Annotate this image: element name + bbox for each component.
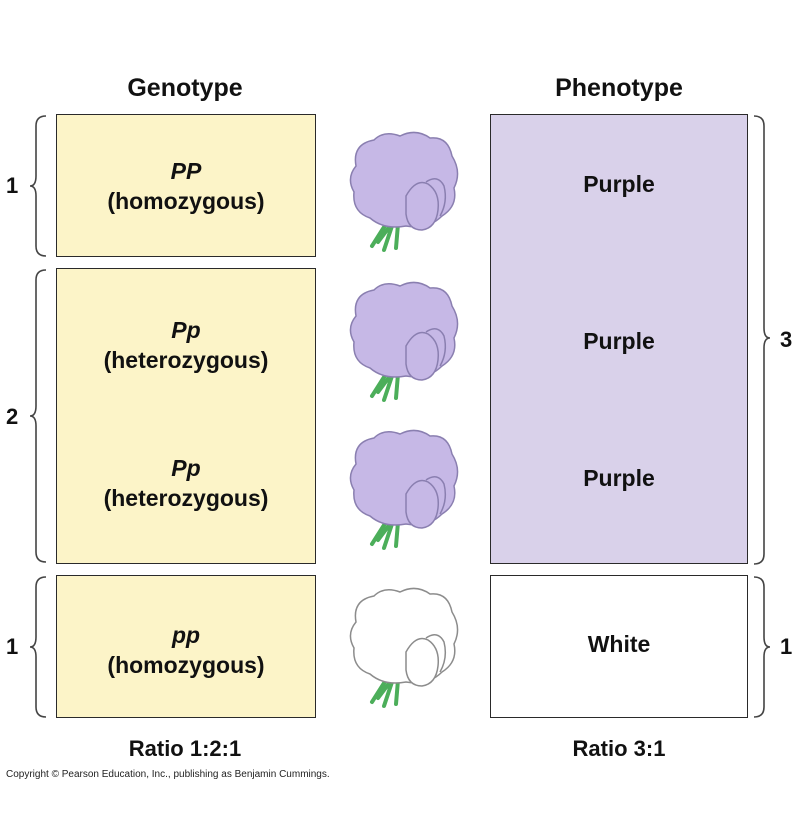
left-brace-2 — [29, 269, 47, 563]
phenotype-label-2: Purple — [583, 328, 655, 354]
genotype-symbol: pp — [171, 622, 201, 648]
genotype-count-1: 1 — [6, 173, 19, 198]
genotype-label: (heterozygous) — [103, 347, 269, 373]
phenotype-ratio: Ratio 3:1 — [572, 736, 666, 761]
genotype-label: (homozygous) — [107, 652, 265, 678]
phenotype-count-purple: 3 — [780, 327, 793, 352]
genotype-ratio: Ratio 1:2:1 — [128, 736, 242, 761]
genotype-text-2: Pp (heterozygous) — [57, 315, 315, 375]
genotype-header: Genotype — [127, 74, 243, 102]
genotype-count-2: 2 — [6, 404, 19, 429]
phenotype-box-purple — [490, 114, 748, 564]
genotype-text-3: Pp (heterozygous) — [57, 453, 315, 513]
left-brace-1 — [29, 115, 47, 257]
phenotype-header: Phenotype — [555, 74, 683, 102]
purple-flower-icon — [349, 281, 459, 402]
genotype-symbol: Pp — [171, 455, 201, 481]
phenotype-label-1: Purple — [583, 171, 655, 197]
phenotype-count-white: 1 — [780, 634, 793, 659]
genotype-count-3: 1 — [6, 634, 19, 659]
purple-flower-icon — [349, 131, 459, 252]
genotype-box-recessive-homozygous — [56, 575, 316, 718]
genotype-symbol: PP — [170, 158, 202, 184]
phenotype-box-white — [490, 575, 748, 718]
right-brace-white — [753, 576, 771, 718]
genotype-label: (homozygous) — [107, 188, 265, 214]
genotype-box-pp-homozygous — [56, 114, 316, 257]
genotype-text-1: PP (homozygous) — [57, 156, 315, 216]
genotype-box-heterozygous — [56, 268, 316, 564]
genotype-label: (heterozygous) — [103, 485, 269, 511]
right-brace-purple — [753, 115, 771, 565]
phenotype-label-3: Purple — [583, 465, 655, 491]
left-brace-3 — [29, 576, 47, 718]
genotype-symbol: Pp — [171, 317, 201, 343]
phenotype-label-4: White — [587, 631, 651, 657]
purple-flower-icon — [349, 429, 459, 550]
genotype-text-4: pp (homozygous) — [57, 620, 315, 680]
white-flower-icon — [349, 587, 459, 708]
copyright-notice: Copyright © Pearson Education, Inc., pub… — [6, 769, 330, 780]
